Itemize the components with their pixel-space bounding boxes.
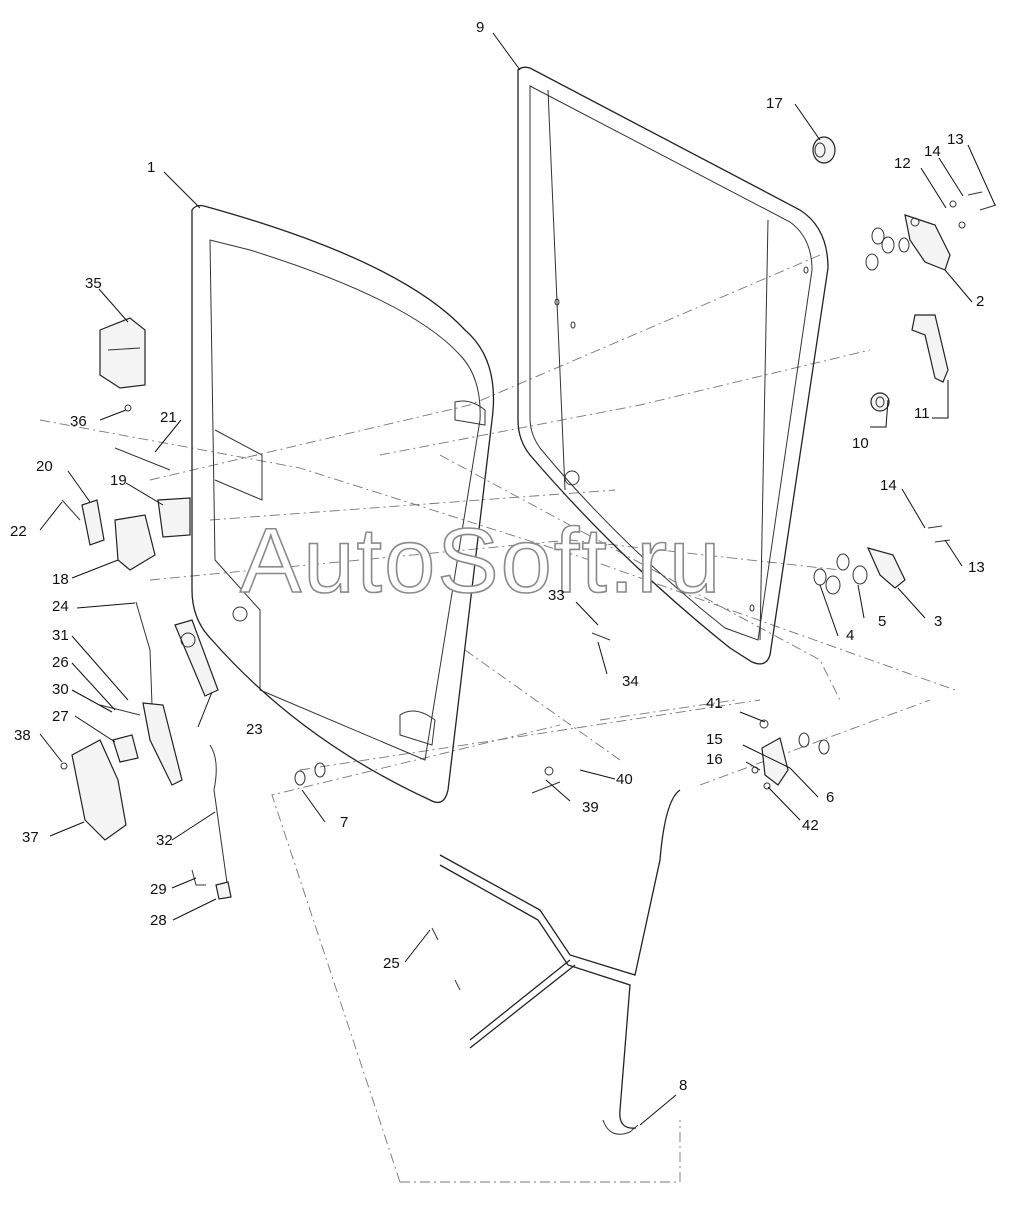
bolt-part	[431, 766, 561, 991]
door-handle-part	[870, 314, 949, 412]
callout-14-top: 14	[924, 143, 941, 160]
callout-32: 32	[156, 832, 173, 849]
callout-39: 39	[582, 799, 599, 816]
callout-34: 34	[622, 673, 639, 690]
callout-40: 40	[616, 771, 633, 788]
door-glass-part	[517, 66, 829, 665]
washer-part	[294, 762, 326, 786]
callout-1: 1	[147, 159, 155, 176]
callout-23: 23	[246, 721, 263, 738]
callout-36: 36	[70, 413, 87, 430]
callout-31: 31	[52, 627, 69, 644]
callout-17: 17	[766, 95, 783, 112]
callout-13-lower: 13	[968, 559, 985, 576]
callout-22: 22	[10, 523, 27, 540]
callout-28: 28	[150, 912, 167, 929]
upper-hinge-assembly	[865, 191, 997, 271]
callout-21: 21	[160, 409, 177, 426]
callout-25: 25	[383, 955, 400, 972]
callout-8: 8	[679, 1077, 687, 1094]
callout-leader-lines	[39, 32, 996, 1126]
callout-24: 24	[52, 598, 69, 615]
callout-6: 6	[826, 789, 834, 806]
callout-41: 41	[706, 695, 723, 712]
callout-33: 33	[548, 587, 565, 604]
callout-42: 42	[802, 817, 819, 834]
callout-19: 19	[110, 472, 127, 489]
callout-9: 9	[476, 19, 484, 36]
callout-2: 2	[976, 293, 984, 310]
callout-labels: 9 1 17 12 14 13 2 35 36 21 20 19 22 18 2…	[10, 19, 985, 1094]
callout-14-lower: 14	[880, 477, 897, 494]
callout-35: 35	[85, 275, 102, 292]
pin-part	[591, 632, 611, 641]
door-frame-part	[191, 204, 495, 804]
callout-3: 3	[934, 613, 942, 630]
callout-30: 30	[52, 681, 69, 698]
lower-hinge-assembly	[813, 525, 951, 595]
callout-29: 29	[150, 881, 167, 898]
assembly-guide-lines	[39, 254, 956, 1183]
callout-11: 11	[914, 405, 930, 422]
callout-37: 37	[22, 829, 39, 846]
callout-38: 38	[14, 727, 31, 744]
callout-7: 7	[340, 814, 348, 831]
callout-13-top: 13	[947, 131, 964, 148]
callout-5: 5	[878, 613, 886, 630]
callout-26: 26	[52, 654, 69, 671]
tube-frame-part	[439, 789, 681, 1135]
plug-part	[812, 136, 836, 164]
callout-20: 20	[36, 458, 53, 475]
callout-15: 15	[706, 731, 723, 748]
callout-27: 27	[52, 708, 69, 725]
lock-mechanism-parts	[61, 317, 191, 571]
handle-linkage-parts	[60, 601, 232, 900]
watermark-text: AutoSoft.ru	[240, 510, 722, 612]
callout-10: 10	[852, 435, 869, 452]
bottom-hinge-assembly	[751, 719, 830, 790]
callout-12: 12	[894, 155, 911, 172]
callout-16: 16	[706, 751, 723, 768]
callout-4: 4	[846, 627, 854, 644]
callout-18: 18	[52, 571, 69, 588]
